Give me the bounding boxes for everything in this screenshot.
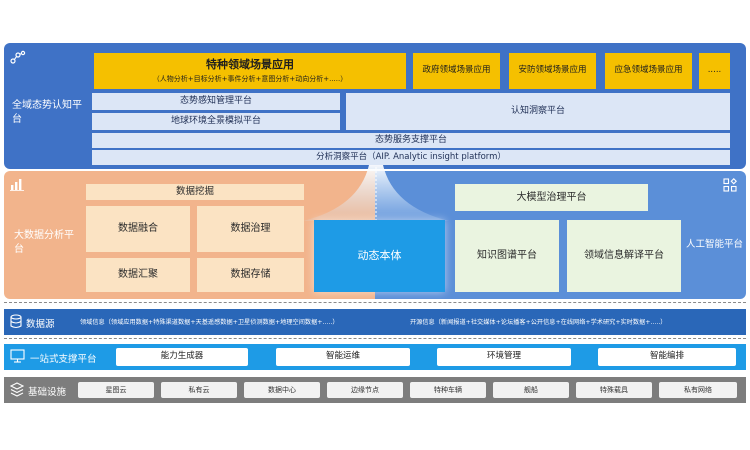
data-mining-box[interactable]: 数据挖掘	[86, 184, 304, 200]
open-source-info: 开源信息（新闻报道+社交媒体+论坛播客+公开信息+在线网络+学术研究+实时数据+…	[410, 319, 667, 326]
more-scenarios-box[interactable]: .....	[699, 53, 730, 89]
special-scenario-subtitle: （人物分析+目标分析+事件分析+意图分析+动向分析+.....）	[152, 74, 348, 83]
awareness-platform-label: 全域态势认知平台	[12, 100, 82, 125]
domain-interpretation-box[interactable]: 领域信息解译平台	[567, 220, 681, 292]
data-fusion-box[interactable]: 数据融合	[86, 206, 190, 252]
apps-grid-icon	[723, 178, 737, 192]
situation-service-bar[interactable]: 态势服务支撑平台	[92, 133, 730, 148]
cognitive-insight-box[interactable]: 认知洞察平台	[346, 93, 730, 130]
private-network-item[interactable]: 私有网络	[659, 382, 737, 398]
separator-line	[4, 338, 746, 339]
capability-generator-button[interactable]: 能力生成器	[116, 348, 248, 366]
layers-icon	[10, 382, 24, 397]
data-source-label: 数据源	[26, 319, 55, 330]
environment-management-button[interactable]: 环境管理	[437, 348, 571, 366]
government-scenario-box[interactable]: 政府领域场景应用	[413, 53, 500, 89]
infrastructure-bar: 基础设施 星图云 私有云 数据中心 边缘节点 特种车辆 舰船 特殊载具 私有网络	[4, 377, 746, 403]
edge-node-item[interactable]: 边缘节点	[327, 382, 403, 398]
smart-orchestration-button[interactable]: 智能编排	[598, 348, 736, 366]
database-icon	[10, 314, 22, 329]
vessel-item[interactable]: 舰船	[493, 382, 569, 398]
earth-simulation-box[interactable]: 地球环境全景模拟平台	[92, 113, 340, 130]
data-aggregation-box[interactable]: 数据汇聚	[86, 258, 190, 292]
light-beam-graphic	[303, 165, 449, 221]
data-center-item[interactable]: 数据中心	[244, 382, 320, 398]
monitor-icon	[10, 349, 25, 363]
big-data-platform-label: 大数据分析平台	[14, 230, 74, 255]
data-governance-box[interactable]: 数据治理	[197, 206, 304, 252]
perception-platform-box[interactable]: 态势感知管理平台	[92, 93, 340, 110]
security-scenario-box[interactable]: 安防领域场景应用	[509, 53, 596, 89]
separator-line	[4, 302, 746, 303]
emergency-scenario-box[interactable]: 应急领域场景应用	[605, 53, 692, 89]
data-source-bar: 数据源 领域信息（领域应用数据+特殊渠道数据+天基遥感数据+卫星侦测数据+地理空…	[4, 309, 746, 335]
data-storage-box[interactable]: 数据存储	[197, 258, 304, 292]
support-platform-bar: 一站式支撑平台 能力生成器 智能运维 环境管理 智能编排	[4, 344, 746, 370]
ai-platform-label: 人工智能平台	[686, 239, 744, 250]
smart-ops-button[interactable]: 智能运维	[276, 348, 410, 366]
special-carrier-item[interactable]: 特殊载具	[576, 382, 652, 398]
domain-info-sources: 领域信息（领域应用数据+特殊渠道数据+天基遥感数据+卫星侦测数据+地理空间数据+…	[80, 319, 339, 326]
special-scenario-title: 特种领域场景应用	[206, 58, 294, 72]
knowledge-graph-box[interactable]: 知识图谱平台	[455, 220, 559, 292]
support-platform-label: 一站式支撑平台	[30, 354, 97, 365]
network-nodes-icon	[10, 50, 26, 64]
dynamic-ontology-box[interactable]: 动态本体	[314, 220, 445, 292]
starmap-cloud-item[interactable]: 星图云	[78, 382, 154, 398]
bar-chart-icon	[10, 179, 24, 191]
special-scenario-box[interactable]: 特种领域场景应用 （人物分析+目标分析+事件分析+意图分析+动向分析+.....…	[94, 53, 406, 89]
llm-governance-box[interactable]: 大模型治理平台	[455, 184, 648, 211]
private-cloud-item[interactable]: 私有云	[161, 382, 237, 398]
special-vehicle-item[interactable]: 特种车辆	[410, 382, 486, 398]
infrastructure-label: 基础设施	[28, 387, 67, 398]
analysis-insight-bar[interactable]: 分析洞察平台（AIP. Analytic insight platform）	[92, 150, 730, 165]
